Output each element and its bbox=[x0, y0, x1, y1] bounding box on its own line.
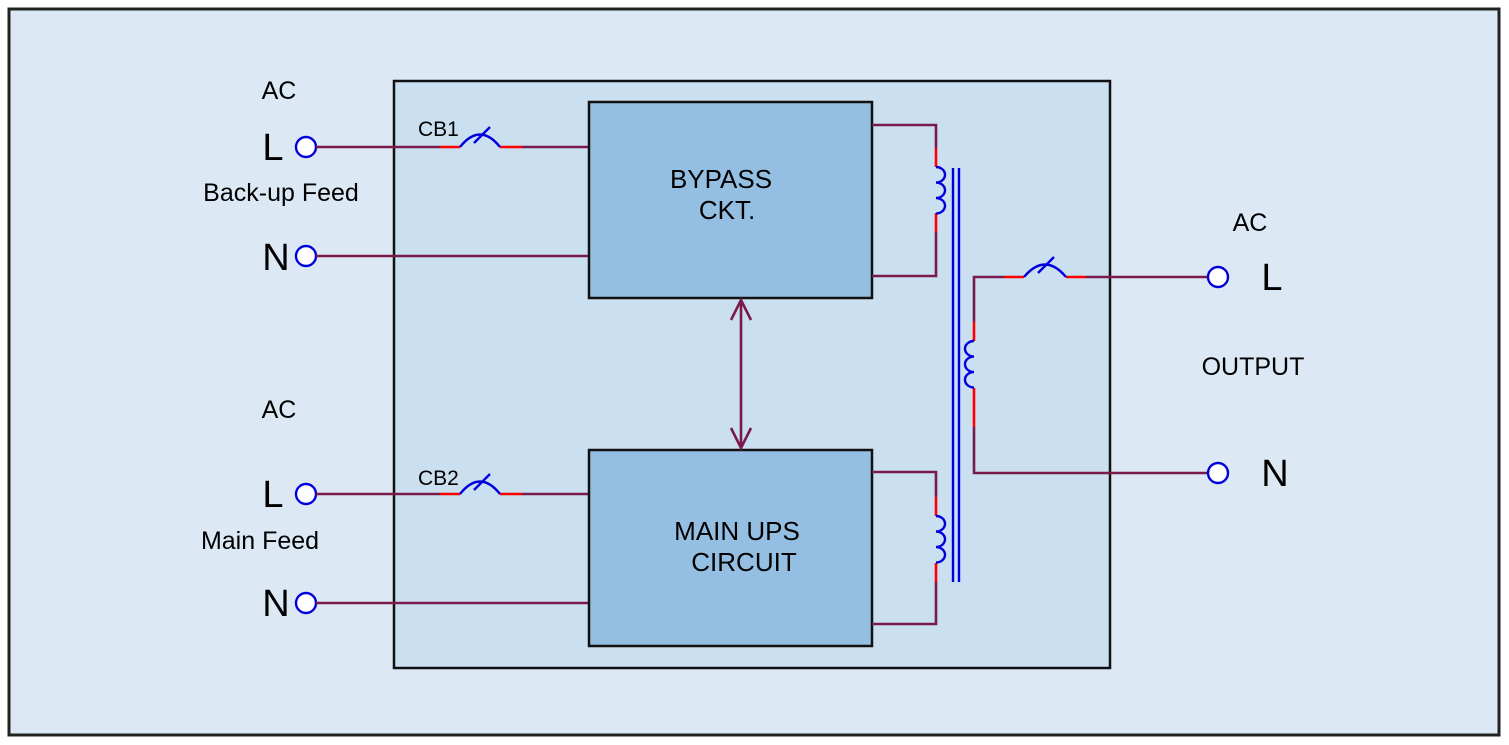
secondary-contacts bbox=[972, 275, 1086, 427]
bypass-block-line1: BYPASS bbox=[670, 164, 772, 194]
output-ac-label: AC bbox=[1233, 209, 1268, 237]
cb2-breaker-icon bbox=[459, 473, 501, 495]
backup-ac-label: AC bbox=[262, 77, 297, 105]
output-l-terminal bbox=[1206, 265, 1230, 289]
output-breaker-icon bbox=[1023, 256, 1067, 278]
output-n-label: N bbox=[1261, 453, 1288, 495]
cb1-label: CB1 bbox=[418, 118, 459, 141]
main-feed-label: Main Feed bbox=[201, 527, 319, 555]
main-l-terminal bbox=[294, 482, 318, 506]
cb1-breaker-icon bbox=[459, 126, 501, 148]
backup-l-label: L bbox=[262, 127, 283, 169]
main-l-label: L bbox=[262, 474, 283, 516]
main-primary-wire bbox=[872, 470, 938, 626]
bypass-circuit-block bbox=[587, 100, 874, 300]
backup-l-terminal bbox=[294, 135, 318, 159]
transformer-core-icon bbox=[951, 168, 961, 582]
main-ups-block-line1: MAIN UPS bbox=[674, 516, 800, 546]
backup-feed-label: Back-up Feed bbox=[203, 179, 359, 207]
backup-n-terminal bbox=[294, 244, 318, 268]
main-n-label: N bbox=[262, 583, 289, 625]
output-l-label: L bbox=[1261, 257, 1282, 299]
main-primary-coil-icon bbox=[935, 514, 947, 564]
bypass-primary-wire bbox=[872, 123, 938, 278]
output-label: OUTPUT bbox=[1202, 353, 1305, 381]
secondary-wire bbox=[972, 275, 1208, 475]
backup-n-label: N bbox=[262, 237, 289, 279]
bypass-block-line2: CKT. bbox=[699, 195, 755, 225]
main-ac-label: AC bbox=[262, 396, 297, 424]
main-ups-circuit-block bbox=[587, 448, 874, 648]
secondary-coil-icon bbox=[963, 339, 975, 389]
output-n-terminal bbox=[1206, 461, 1230, 485]
bypass-primary-coil-icon bbox=[935, 165, 947, 215]
main-ups-block-line2: CIRCUIT bbox=[691, 547, 797, 577]
cb2-label: CB2 bbox=[418, 467, 459, 490]
main-n-terminal bbox=[294, 591, 318, 615]
bidirectional-arrow bbox=[729, 297, 753, 451]
